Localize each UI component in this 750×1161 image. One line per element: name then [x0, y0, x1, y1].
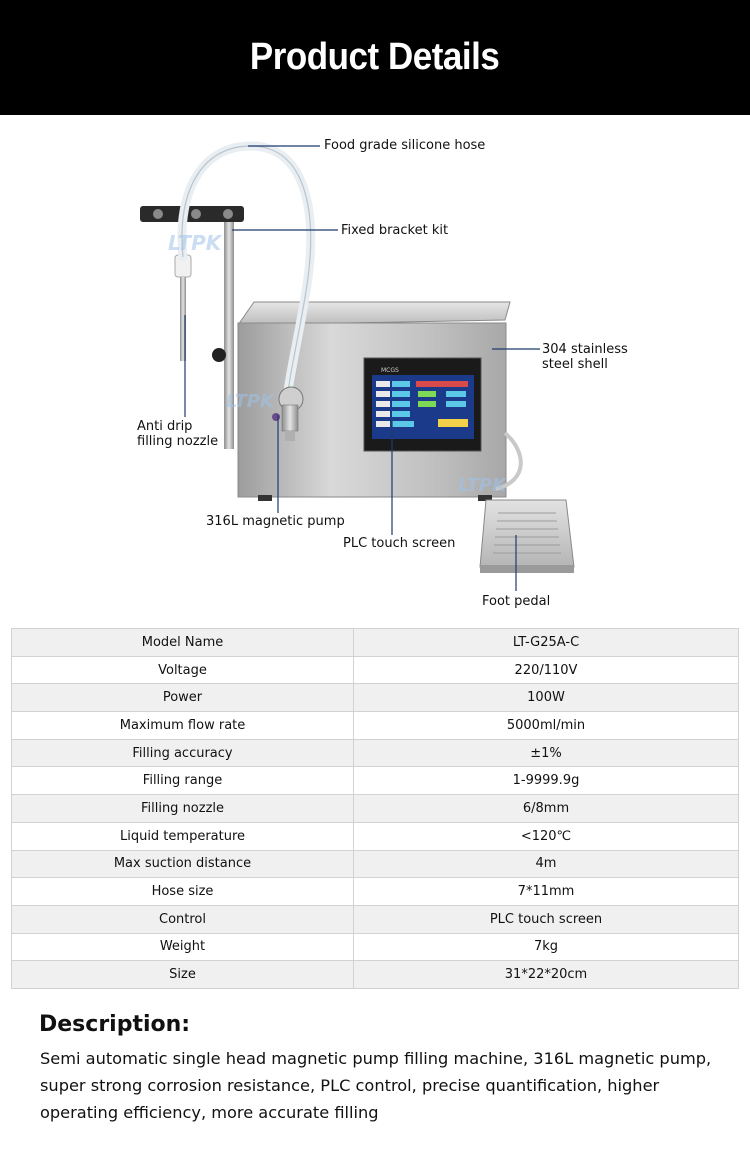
spec-value: LT-G25A-C — [353, 628, 739, 657]
product-figure: MCGS — [0, 115, 750, 625]
fixed-bracket-clamp — [140, 206, 244, 222]
spec-value: 220/110V — [353, 655, 739, 685]
spec-label: Maximum flow rate — [11, 711, 354, 740]
watermark-2: LTPK — [226, 391, 276, 412]
spec-value: 7kg — [353, 932, 739, 962]
screen-brand: MCGS — [381, 367, 399, 374]
bracket-rod — [212, 207, 234, 449]
spec-label: Filling nozzle — [11, 794, 354, 823]
callout-nozzle-1: Anti drip — [137, 419, 193, 434]
callout-bracket: Fixed bracket kit — [341, 223, 449, 238]
watermark-1: LTPK — [168, 231, 223, 255]
spec-label: Size — [11, 960, 354, 989]
spec-value: 7*11mm — [353, 877, 739, 906]
anti-drip-nozzle — [174, 254, 192, 361]
callout-hose: Food grade silicone hose — [324, 138, 486, 153]
foot-pedal — [479, 499, 575, 573]
spec-label: Max suction distance — [11, 849, 354, 879]
watermark-3: LTPK — [458, 475, 508, 496]
callout-shell-2: steel shell — [542, 357, 608, 372]
callout-pedal: Foot pedal — [482, 594, 551, 609]
spec-label: Filling range — [11, 766, 354, 796]
spec-label: Weight — [11, 932, 354, 962]
spec-value: 6/8mm — [353, 794, 739, 823]
spec-label: Liquid temperature — [11, 821, 354, 851]
page-title: Product Details — [250, 36, 500, 78]
magnetic-pump — [272, 386, 304, 441]
spec-value: 4m — [353, 849, 739, 879]
spec-label: Hose size — [11, 877, 354, 906]
spec-value: 5000ml/min — [353, 711, 739, 740]
callout-nozzle-2: filling nozzle — [137, 434, 219, 449]
page-header: Product Details — [0, 0, 750, 115]
spec-value: 31*22*20cm — [353, 960, 739, 989]
callout-shell-1: 304 stainless — [542, 342, 628, 357]
spec-label: Filling accuracy — [11, 738, 354, 768]
plc-touch-screen: MCGS — [363, 357, 482, 452]
spec-value: PLC touch screen — [353, 904, 739, 934]
spec-value: 1-9999.9g — [353, 766, 739, 796]
callout-lines — [184, 145, 540, 591]
callout-pump: 316L magnetic pump — [206, 514, 345, 529]
spec-value: 100W — [353, 683, 739, 713]
spec-label: Model Name — [11, 628, 354, 657]
description-title: Description: — [39, 1012, 191, 1037]
spec-value: <120℃ — [353, 821, 739, 851]
table-row: Filling accuracy±1% — [11, 738, 739, 768]
spec-label: Power — [11, 683, 354, 713]
machine-illustration: MCGS — [140, 141, 575, 591]
description-body: Semi automatic single head magnetic pump… — [40, 1049, 712, 1122]
callout-screen: PLC touch screen — [343, 536, 456, 551]
table-row: Liquid temperature<120℃ — [11, 821, 739, 851]
spec-value: ±1% — [353, 738, 739, 768]
spec-label: Voltage — [11, 655, 354, 685]
spec-label: Control — [11, 904, 354, 934]
